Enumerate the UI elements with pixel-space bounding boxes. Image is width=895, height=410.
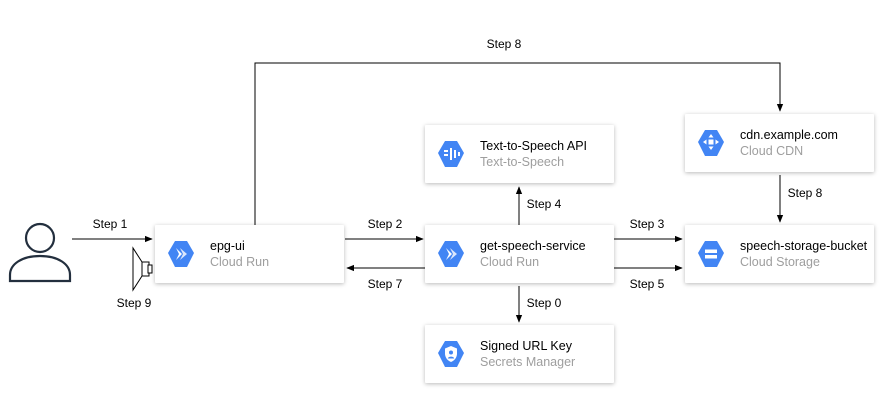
get-speech-service-node[interactable]: get-speech-service Cloud Run: [425, 225, 614, 283]
signed-url-key-subtitle: Secrets Manager: [480, 355, 576, 369]
user-icon: [8, 222, 72, 283]
text-to-speech-title: Text-to-Speech API: [480, 139, 588, 153]
cdn-node[interactable]: cdn.example.com Cloud CDN: [685, 114, 874, 172]
get-speech-service-subtitle: Cloud Run: [480, 255, 540, 269]
epg-ui-subtitle: Cloud Run: [210, 255, 270, 269]
cloud-run-icon: [168, 241, 194, 267]
epg-ui-title: epg-ui: [210, 239, 245, 253]
text-to-speech-subtitle: Text-to-Speech: [480, 155, 565, 169]
step1-label: Step 1: [91, 217, 129, 231]
text-to-speech-icon: [438, 141, 464, 167]
step0-label: Step 0: [525, 296, 563, 310]
step2-label: Step 2: [366, 217, 404, 231]
step9-label: Step 9: [115, 296, 153, 310]
speaker-icon: [132, 246, 153, 292]
speech-storage-bucket-node[interactable]: speech-storage-bucket Cloud Storage: [685, 225, 874, 283]
signed-url-key-node[interactable]: Signed URL Key Secrets Manager: [425, 325, 614, 383]
signed-url-key-title: Signed URL Key: [480, 339, 572, 353]
step3-label: Step 3: [628, 217, 666, 231]
cloud-run-icon: [438, 241, 464, 267]
epg-ui-node[interactable]: epg-ui Cloud Run: [155, 225, 344, 283]
step4-label: Step 4: [525, 197, 563, 211]
text-to-speech-node[interactable]: Text-to-Speech API Text-to-Speech: [425, 125, 614, 183]
speech-storage-bucket-title: speech-storage-bucket: [740, 239, 868, 253]
cdn-subtitle: Cloud CDN: [740, 144, 804, 158]
edge-step8-top: [254, 62, 784, 225]
speech-storage-bucket-subtitle: Cloud Storage: [740, 255, 820, 269]
cloud-cdn-icon: [698, 130, 724, 156]
step7-label: Step 7: [366, 277, 404, 291]
cdn-title: cdn.example.com: [740, 128, 838, 142]
get-speech-service-title: get-speech-service: [480, 239, 586, 253]
step5-label: Step 5: [628, 277, 666, 291]
secret-manager-icon: [438, 341, 464, 367]
step8-top-label: Step 8: [485, 37, 523, 51]
cloud-storage-icon: [698, 241, 724, 267]
step8-cdn-label: Step 8: [786, 186, 824, 200]
